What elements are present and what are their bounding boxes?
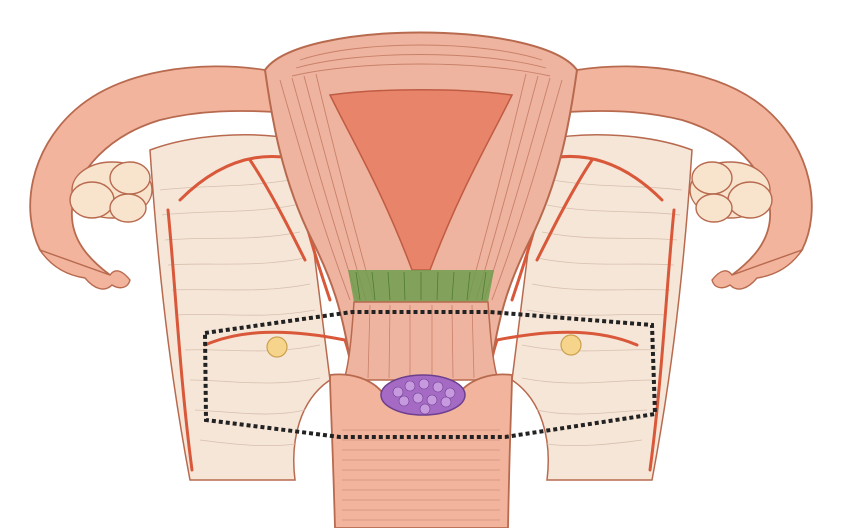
ovary-left	[70, 162, 152, 222]
lymph-node-right	[561, 335, 581, 355]
lymph-node-left	[267, 337, 287, 357]
cervical-lesion	[381, 375, 465, 415]
ovary-right	[690, 162, 772, 222]
